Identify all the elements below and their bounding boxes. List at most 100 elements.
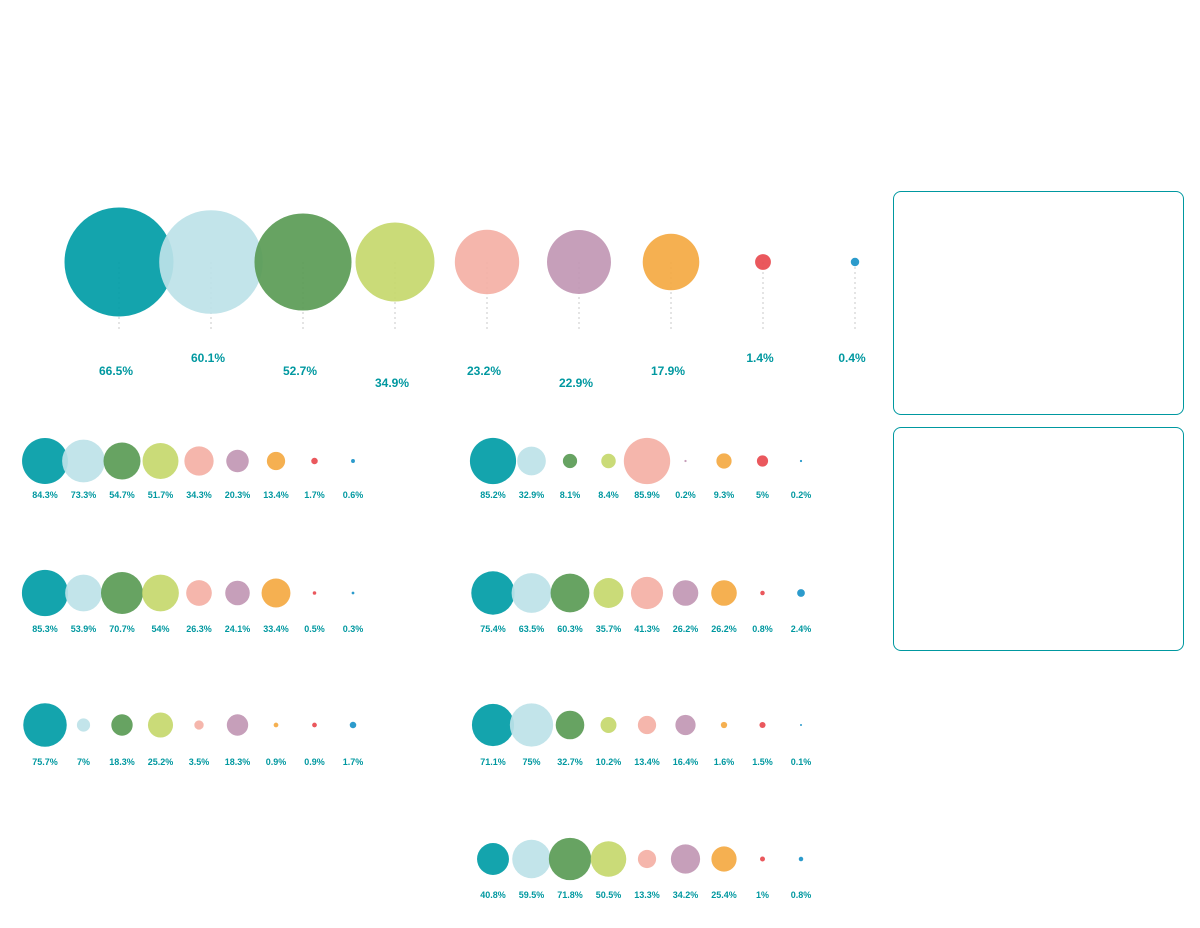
bubble-label-left-3-2: 18.3% bbox=[109, 757, 135, 767]
bubble-left-2-8 bbox=[351, 591, 355, 595]
bubble-right-3-5 bbox=[675, 714, 696, 736]
bubble-right-1-4 bbox=[623, 437, 671, 485]
bubble-right-1-2 bbox=[562, 453, 578, 469]
bubble-label-right-1-3: 8.4% bbox=[598, 490, 619, 500]
bubble-label-right-2-4: 41.3% bbox=[634, 624, 660, 634]
bubble-right-2-0 bbox=[471, 571, 515, 615]
bubble-label-right-2-3: 35.7% bbox=[596, 624, 622, 634]
bubble-right-2-5 bbox=[672, 580, 699, 606]
bubble-left-2-3 bbox=[142, 574, 179, 612]
bubble-left-1-1 bbox=[62, 439, 105, 483]
bubble-left-2-0 bbox=[21, 569, 69, 617]
bubble-label-left-2-3: 54% bbox=[151, 624, 169, 634]
bubble-right-3-3 bbox=[600, 717, 617, 733]
bubble-right-1-7 bbox=[756, 455, 769, 467]
bubble-label-main-8: 0.4% bbox=[838, 351, 866, 365]
bubble-right-1-1 bbox=[517, 446, 546, 476]
bubble-right-2-7 bbox=[760, 590, 765, 596]
bubble-main-5 bbox=[547, 230, 611, 294]
bubble-label-left-1-2: 54.7% bbox=[109, 490, 135, 500]
bubble-label-right-3-2: 32.7% bbox=[557, 757, 583, 767]
bubble-label-left-2-2: 70.7% bbox=[109, 624, 135, 634]
bubble-label-right-3-4: 13.4% bbox=[634, 757, 660, 767]
bubble-right-4-3 bbox=[590, 841, 627, 877]
bubble-right-2-2 bbox=[550, 573, 590, 613]
bubble-label-right-3-0: 71.1% bbox=[480, 757, 506, 767]
bubble-main-1 bbox=[159, 210, 263, 314]
bubble-group-right-1: 85.2%32.9%8.1%8.4%85.9%0.2%9.3%5%0.2% bbox=[469, 437, 812, 500]
bubble-left-3-2 bbox=[111, 714, 133, 736]
bubble-label-left-1-6: 13.4% bbox=[263, 490, 289, 500]
bubble-right-3-8 bbox=[800, 724, 802, 726]
bubble-label-left-1-8: 0.6% bbox=[343, 490, 364, 500]
bubble-label-main-2: 52.7% bbox=[283, 364, 317, 378]
bubble-left-1-7 bbox=[311, 457, 318, 465]
bubble-label-main-7: 1.4% bbox=[746, 351, 774, 365]
bubble-label-left-2-7: 0.5% bbox=[304, 624, 325, 634]
bubble-left-3-8 bbox=[349, 721, 357, 729]
side-panel-top bbox=[893, 191, 1184, 415]
bubble-right-1-5 bbox=[684, 459, 687, 463]
bubble-group-right-2: 75.4%63.5%60.3%35.7%41.3%26.2%26.2%0.8%2… bbox=[471, 571, 811, 634]
bubble-left-2-2 bbox=[100, 571, 144, 615]
bubble-left-1-8 bbox=[351, 459, 355, 463]
bubble-right-2-6 bbox=[711, 580, 737, 606]
bubble-label-right-3-1: 75% bbox=[522, 757, 540, 767]
bubble-label-right-1-0: 85.2% bbox=[480, 490, 506, 500]
bubble-label-left-1-7: 1.7% bbox=[304, 490, 325, 500]
bubble-right-3-6 bbox=[720, 721, 728, 729]
bubble-label-right-3-5: 16.4% bbox=[673, 757, 699, 767]
bubble-main-6 bbox=[642, 233, 700, 291]
bubble-label-right-1-6: 9.3% bbox=[714, 490, 735, 500]
bubble-left-1-2 bbox=[103, 442, 141, 480]
bubble-right-3-4 bbox=[637, 715, 657, 735]
bubble-right-4-0 bbox=[477, 843, 509, 875]
bubble-right-4-4 bbox=[637, 849, 657, 869]
bubble-label-right-1-7: 5% bbox=[756, 490, 769, 500]
bubble-label-main-5: 22.9% bbox=[559, 376, 593, 390]
bubble-label-right-2-0: 75.4% bbox=[480, 624, 506, 634]
bubble-left-2-7 bbox=[312, 591, 317, 595]
bubble-right-3-7 bbox=[759, 721, 766, 729]
bubble-group-main: 66.5%60.1%52.7%34.9%23.2%22.9%17.9%1.4%0… bbox=[64, 207, 866, 390]
bubble-label-right-2-5: 26.2% bbox=[673, 624, 699, 634]
bubble-left-1-6 bbox=[266, 451, 286, 471]
bubble-main-2 bbox=[254, 213, 352, 311]
bubble-left-1-3 bbox=[142, 443, 179, 479]
bubble-left-3-4 bbox=[194, 720, 204, 730]
bubble-label-left-3-7: 0.9% bbox=[304, 757, 325, 767]
bubble-label-right-4-3: 50.5% bbox=[596, 890, 622, 900]
bubble-label-right-4-8: 0.8% bbox=[791, 890, 812, 900]
bubble-label-left-1-4: 34.3% bbox=[186, 490, 212, 500]
bubble-main-7 bbox=[755, 254, 771, 270]
bubble-label-left-3-0: 75.7% bbox=[32, 757, 58, 767]
bubble-right-2-3 bbox=[593, 578, 624, 608]
bubble-right-4-1 bbox=[512, 839, 551, 879]
bubble-right-2-8 bbox=[797, 589, 805, 597]
bubble-left-3-7 bbox=[312, 722, 317, 728]
bubble-group-right-3: 71.1%75%32.7%10.2%13.4%16.4%1.6%1.5%0.1% bbox=[471, 703, 812, 767]
bubble-label-right-1-5: 0.2% bbox=[675, 490, 696, 500]
bubble-label-left-1-5: 20.3% bbox=[225, 490, 251, 500]
bubble-left-2-5 bbox=[225, 580, 250, 606]
bubble-label-main-4: 23.2% bbox=[467, 364, 501, 378]
bubble-label-right-1-8: 0.2% bbox=[791, 490, 812, 500]
bubble-label-right-4-6: 25.4% bbox=[711, 890, 737, 900]
bubble-right-1-6 bbox=[716, 453, 732, 469]
bubble-right-1-0 bbox=[469, 437, 517, 485]
bubble-right-3-0 bbox=[471, 703, 515, 747]
bubble-label-left-1-0: 84.3% bbox=[32, 490, 58, 500]
bubble-label-left-2-0: 85.3% bbox=[32, 624, 58, 634]
bubble-right-4-5 bbox=[670, 844, 701, 874]
bubble-group-right-4: 40.8%59.5%71.8%50.5%13.3%34.2%25.4%1%0.8… bbox=[477, 837, 812, 900]
bubble-label-right-3-8: 0.1% bbox=[791, 757, 812, 767]
bubble-label-right-4-2: 71.8% bbox=[557, 890, 583, 900]
bubble-right-4-7 bbox=[760, 856, 765, 862]
bubble-right-1-3 bbox=[601, 453, 616, 469]
bubble-left-2-1 bbox=[65, 574, 102, 612]
bubble-right-2-4 bbox=[630, 576, 664, 610]
bubble-label-left-2-8: 0.3% bbox=[343, 624, 364, 634]
bubble-label-right-4-7: 1% bbox=[756, 890, 769, 900]
